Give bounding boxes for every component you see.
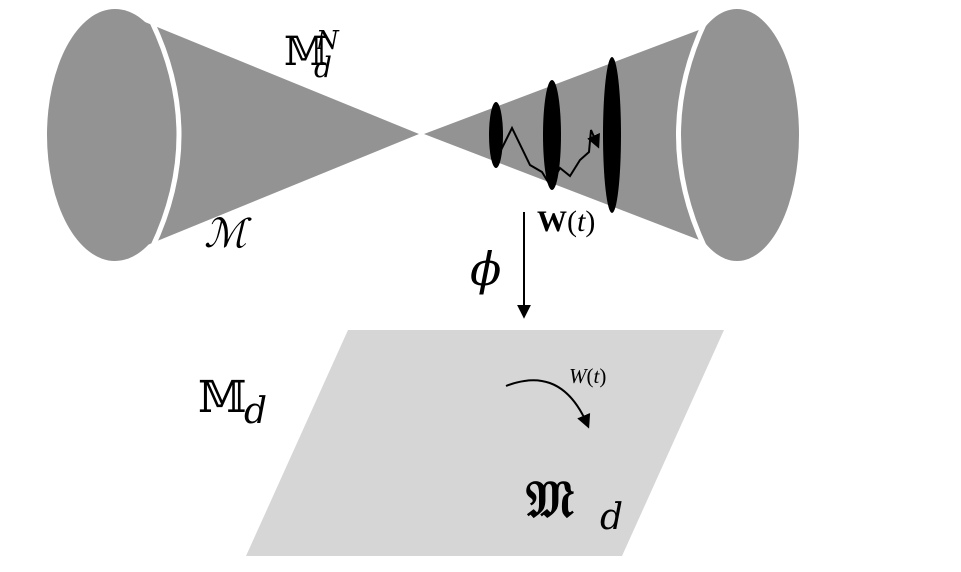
wiener-open-paren: ( xyxy=(567,205,577,238)
top-manifold-superscript: N xyxy=(316,26,339,56)
base-path-symbol: W xyxy=(569,364,587,388)
top-manifold-symbol: 𝕄 xyxy=(284,29,329,75)
top-manifold-subscript: d xyxy=(314,51,332,84)
base-manifold-subscript: d xyxy=(244,391,268,432)
cone-label: ℳ xyxy=(204,211,247,257)
left-cone-cap xyxy=(47,9,183,261)
right-cone-body xyxy=(424,22,720,248)
random-walk-path xyxy=(496,125,600,187)
left-cone-rim xyxy=(149,20,182,250)
wiener-process-label: W(t) xyxy=(537,207,595,237)
right-cone-cap xyxy=(675,9,799,261)
right-cone-rim xyxy=(676,20,708,250)
base-manifold-label: 𝕄 d xyxy=(198,376,267,430)
wiener-close-paren: ) xyxy=(585,205,596,238)
top-manifold-label: 𝕄 N d xyxy=(284,28,339,82)
slice-ellipse-2 xyxy=(543,80,561,190)
left-cone-body xyxy=(140,20,419,248)
frak-manifold-label: 𝔐 d xyxy=(526,474,623,536)
base-path-open-paren: ( xyxy=(586,364,594,388)
base-manifold-symbol: 𝕄 xyxy=(198,372,247,423)
left-cone xyxy=(47,9,419,261)
slice-ellipse-3 xyxy=(603,57,621,213)
right-cone xyxy=(424,9,799,261)
wiener-symbol: W xyxy=(537,205,567,238)
base-path-close-paren: ) xyxy=(599,364,607,388)
frak-manifold-subscript: d xyxy=(600,497,624,538)
base-path-label: W(t) xyxy=(569,366,606,387)
curved-path-arrow xyxy=(505,379,591,429)
base-plane xyxy=(246,330,724,556)
map-label: ϕ xyxy=(470,242,502,296)
wiener-variable: t xyxy=(577,205,586,238)
frak-manifold-symbol: 𝔐 xyxy=(526,469,574,530)
slice-ellipse-1 xyxy=(489,102,503,168)
base-path-variable: t xyxy=(593,364,600,388)
